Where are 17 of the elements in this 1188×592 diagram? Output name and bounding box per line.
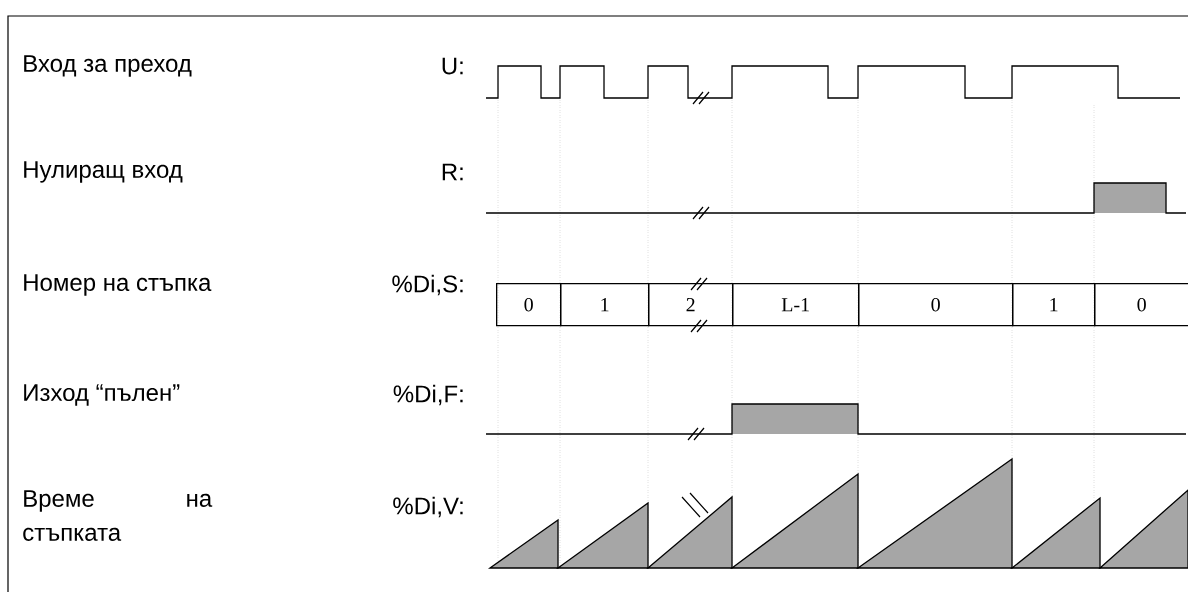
- step-cell: 1: [1012, 283, 1096, 327]
- step-cell: 0: [496, 283, 562, 327]
- step-cell: 0: [1094, 283, 1188, 327]
- signal-name: Номер на стъпка: [24, 274, 212, 296]
- signal-name: Време на стъпката: [23, 490, 213, 541]
- channel-name: R:: [442, 163, 463, 181]
- channel-name: %Di,V:: [393, 496, 463, 518]
- step-cell: 1: [560, 283, 650, 327]
- channel-name: %Di,F:: [393, 384, 463, 406]
- channel-name: %Di,S:: [392, 274, 463, 296]
- signal-name: Изход “пълен”: [24, 384, 180, 406]
- channel-name: U:: [442, 57, 463, 75]
- signal-name: Нулиращ вход: [24, 161, 183, 183]
- step-cell: 2: [648, 283, 734, 327]
- signal-name: Вход за преход: [24, 55, 192, 77]
- step-cell: L-1: [732, 283, 860, 327]
- step-cell: 0: [858, 283, 1014, 327]
